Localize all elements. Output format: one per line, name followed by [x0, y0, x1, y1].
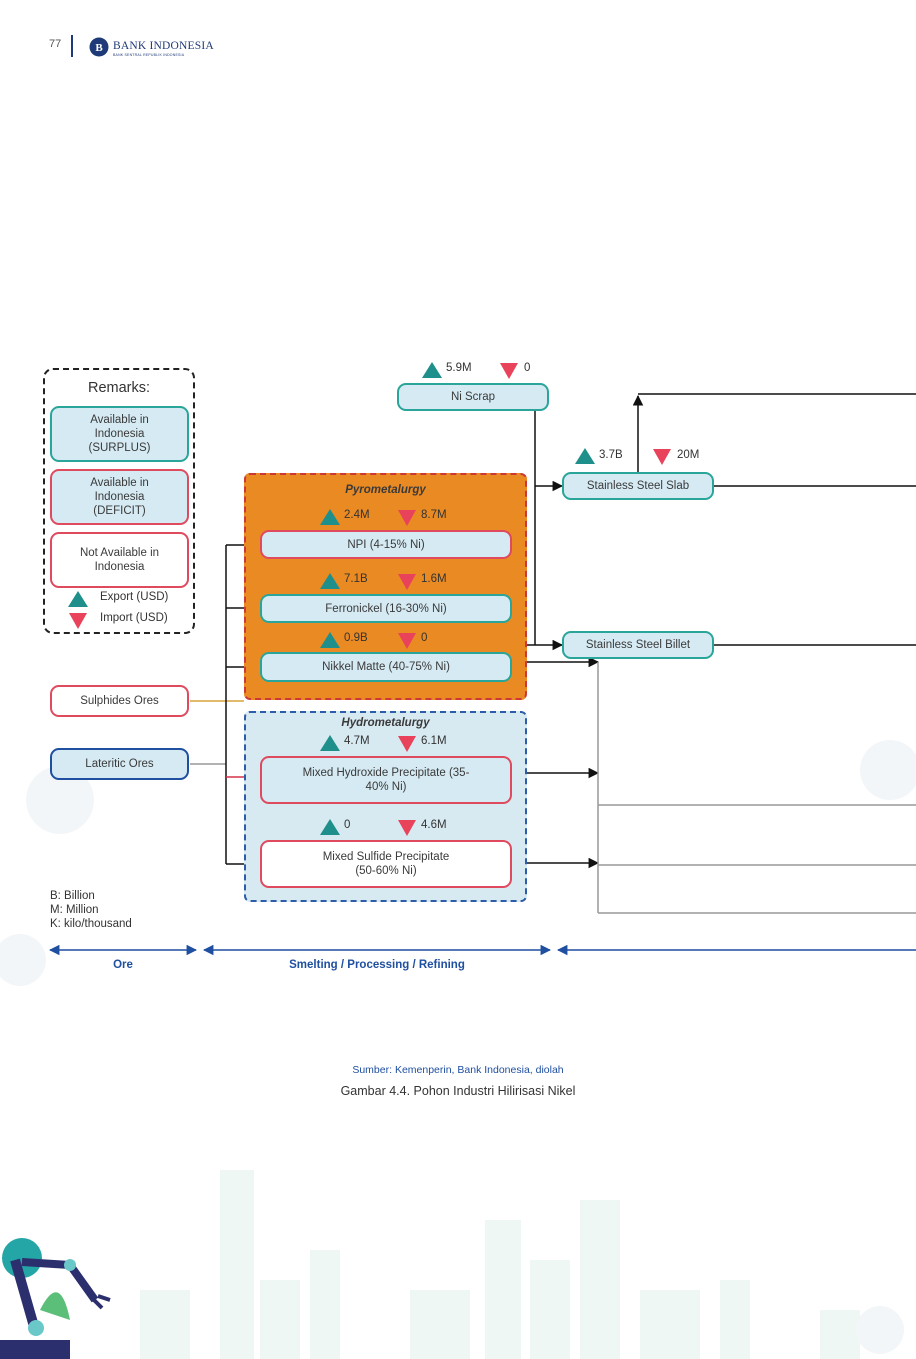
mhp-export-value: 4.7M [344, 735, 370, 747]
page-number: 77 [49, 38, 62, 50]
figure-caption: Gambar 4.4. Pohon Industri Hilirisasi Ni… [340, 1084, 576, 1098]
legend-not-available-box: Not Available in Indonesia [50, 532, 189, 588]
mhp-import-value: 6.1M [421, 735, 447, 747]
ferronickel-import-value: 1.6M [421, 573, 447, 585]
stainless-steel-slab-label: Stainless Steel Slab [586, 480, 690, 492]
matte-export-icon [320, 632, 340, 648]
legend-export-label: Export (USD) [100, 591, 169, 603]
mhp-import-icon [398, 736, 416, 752]
lateritic-ores-label: Lateritic Ores [85, 758, 154, 770]
scrap-import-value: 0 [524, 362, 531, 374]
npi-import-value: 8.7M [421, 509, 447, 521]
svg-text:B: B [95, 42, 103, 54]
nikkel-matte-node: Nikkel Matte (40-75% Ni) [260, 652, 512, 682]
ni-scrap-label: Ni Scrap [450, 391, 496, 403]
matte-import-value: 0 [421, 632, 428, 644]
remarks-legend [43, 368, 195, 634]
ferronickel-import-icon [398, 574, 416, 590]
export-arrow-icon [68, 591, 88, 607]
scrap-export-value: 5.9M [446, 362, 472, 374]
legend-import-label: Import (USD) [100, 612, 168, 624]
import-arrow-icon [69, 613, 87, 629]
npi-import-icon [398, 510, 416, 526]
matte-import-icon [398, 633, 416, 649]
msp-label: Mixed Sulfide Precipitate (50-60% Ni) [322, 851, 450, 877]
stage-ore-label: Ore [113, 959, 133, 971]
legend-not-available-label: Not Available in Indonesia [79, 547, 160, 573]
npi-label: NPI (4-15% Ni) [347, 538, 425, 551]
legend-deficit-box: Available in Indonesia (DEFICIT) [50, 469, 189, 525]
msp-export-value: 0 [344, 819, 351, 831]
source-note: Sumber: Kemenperin, Bank Indonesia, diol… [352, 1064, 564, 1076]
header-divider [71, 35, 73, 57]
ferronickel-export-icon [320, 573, 340, 589]
sulphides-ores-label: Sulphides Ores [80, 695, 159, 707]
slab-export-value: 3.7B [599, 449, 623, 461]
npi-export-icon [320, 509, 340, 525]
legend-surplus-box: Available in Indonesia (SURPLUS) [50, 406, 189, 462]
lateritic-ores-node: Lateritic Ores [50, 748, 189, 780]
stainless-steel-slab-node: Stainless Steel Slab [562, 472, 714, 500]
ferronickel-export-value: 7.1B [344, 573, 368, 585]
legend-surplus-label: Available in Indonesia (SURPLUS) [88, 414, 151, 454]
note-million: M: Million [50, 904, 99, 916]
npi-export-value: 2.4M [344, 509, 370, 521]
remarks-title: Remarks: [87, 380, 151, 396]
note-thousand: K: kilo/thousand [50, 918, 132, 930]
matte-export-value: 0.9B [344, 632, 368, 644]
scrap-export-icon [422, 362, 442, 378]
pyrometalurgy-title: Pyrometalurgy [345, 484, 426, 496]
note-billion: B: Billion [50, 890, 95, 902]
stainless-steel-billet-node: Stainless Steel Billet [562, 631, 714, 659]
nikkel-matte-label: Nikkel Matte (40-75% Ni) [322, 661, 450, 673]
mhp-export-icon [320, 735, 340, 751]
ferronickel-node: Ferronickel (16-30% Ni) [260, 594, 512, 623]
ni-scrap-node: Ni Scrap [397, 383, 549, 411]
mhp-node: Mixed Hydroxide Precipitate (35-40% Ni) [260, 756, 512, 804]
slab-import-value: 20M [677, 449, 700, 461]
hydrometalurgy-title: Hydrometalurgy [341, 717, 430, 729]
stage-smelting-label: Smelting / Processing / Refining [289, 959, 465, 971]
logo-title: BANK INDONESIA [113, 40, 214, 52]
stainless-steel-billet-label: Stainless Steel Billet [585, 639, 691, 651]
msp-import-value: 4.6M [421, 819, 447, 831]
slab-export-icon [575, 448, 595, 464]
ferronickel-label: Ferronickel (16-30% Ni) [325, 602, 447, 615]
logo-subtitle: BANK SENTRAL REPUBLIK INDONESIA [113, 53, 185, 57]
msp-import-icon [398, 820, 416, 836]
slab-import-icon [653, 449, 671, 465]
robot-arm-illustration [0, 1238, 111, 1359]
npi-node: NPI (4-15% Ni) [260, 530, 512, 559]
sulphides-ores-node: Sulphides Ores [50, 685, 189, 717]
msp-export-icon [320, 819, 340, 835]
legend-deficit-label: Available in Indonesia (DEFICIT) [90, 477, 149, 517]
bank-indonesia-logo-icon: B [89, 37, 109, 57]
mhp-label: Mixed Hydroxide Precipitate (35-40% Ni) [302, 767, 470, 793]
scrap-import-icon [500, 363, 518, 379]
msp-node: Mixed Sulfide Precipitate (50-60% Ni) [260, 840, 512, 888]
